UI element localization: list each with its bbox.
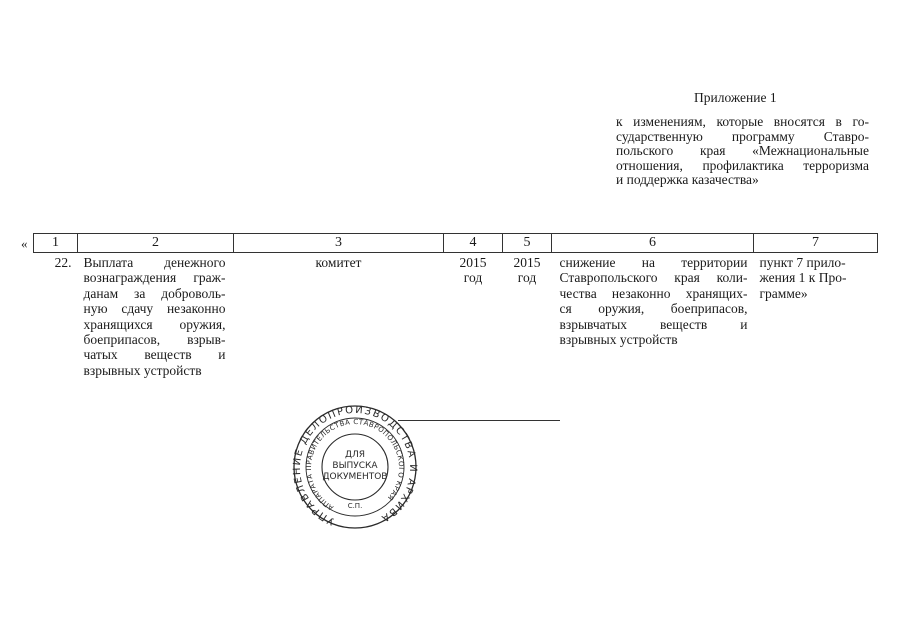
row-number: 22. [54, 255, 72, 270]
stamp-middle-circle [305, 417, 405, 517]
column-header-2: 2 [77, 233, 234, 253]
end-year: 2015 [513, 255, 541, 270]
stamp-inner-circle [321, 433, 389, 501]
table-row: 22. Выплата денежного вознаграждения гра… [34, 253, 878, 379]
appendix-title: Приложение 1 [694, 90, 777, 105]
appendix-desc-line: отношения, профилактика терроризма [616, 157, 869, 173]
appendix-description: к изменениям, которые вносятся в го- суд… [616, 114, 869, 188]
text-line: взрывных устройств [83, 362, 202, 378]
stamp-outer-circle [293, 405, 417, 529]
column-header-3: 3 [233, 233, 444, 253]
row-start-date: 2015 год [444, 253, 503, 379]
column-number-row: 1 2 3 4 5 6 7 [33, 233, 878, 253]
signature-line [398, 420, 560, 421]
appendix-desc-line: польского края «Межнациональные [616, 143, 869, 159]
text-line: данам за доброволь- [83, 285, 226, 301]
text-line: ную сдачу незаконно [83, 301, 226, 317]
end-unit: год [517, 270, 537, 286]
text-line: чатых веществ и [83, 347, 226, 363]
column-header-1: 1 [33, 233, 78, 253]
stamp-center-line: ДЛЯ [345, 450, 365, 460]
text-line: снижение на территории [559, 255, 748, 270]
column-header-7: 7 [753, 233, 878, 253]
text-line: взрывчатых веществ и [559, 316, 748, 332]
start-year: 2015 [459, 255, 487, 270]
text-line: хранящихся оружия, [83, 316, 226, 332]
text-line: боеприпасов, взрыв- [83, 332, 226, 348]
stamp-center-line: ДОКУМЕНТОВ [323, 472, 388, 482]
start-unit: год [463, 270, 483, 286]
text-line: ся оружия, боеприпасов, [559, 301, 748, 317]
column-header-6: 6 [551, 233, 754, 253]
appendix-desc-line: к изменениям, которые вносятся в го- [616, 114, 869, 129]
official-stamp: УПРАВЛЕНИЕ ДЕЛОПРОИЗВОДСТВА И АРХИВА АПП… [292, 405, 417, 529]
appendix-desc-line: сударственную программу Ставро- [616, 128, 869, 144]
stamp-center-line: ВЫПУСКА [332, 461, 378, 471]
row-end-date: 2015 год [503, 253, 552, 379]
row-reference: пункт 7 прило- жения 1 к Про- грамме» [754, 253, 878, 379]
row-description: Выплата денежного вознаграждения граж- д… [78, 253, 234, 379]
row-executor: комитет [315, 255, 362, 270]
text-line: взрывных устройств [559, 332, 678, 348]
text-line: Ставропольского края коли- [559, 270, 748, 286]
text-line: чества незаконно хранящих- [559, 285, 748, 301]
text-line: пункт 7 прило- [759, 255, 846, 270]
amendment-table: 1 2 3 4 5 6 7 22. Выплата денежного возн… [33, 233, 878, 378]
opening-quote: « [21, 236, 28, 251]
column-header-5: 5 [502, 233, 552, 253]
stamp-code: С.П. [348, 502, 363, 510]
text-line: Выплата денежного [83, 255, 226, 270]
column-header-4: 4 [443, 233, 503, 253]
text-line: грамме» [759, 285, 808, 301]
text-line: вознаграждения граж- [83, 270, 226, 286]
appendix-desc-line: и поддержка казачества» [616, 172, 759, 188]
row-result: снижение на территории Ставропольского к… [552, 253, 754, 379]
text-line: жения 1 к Про- [759, 270, 847, 286]
